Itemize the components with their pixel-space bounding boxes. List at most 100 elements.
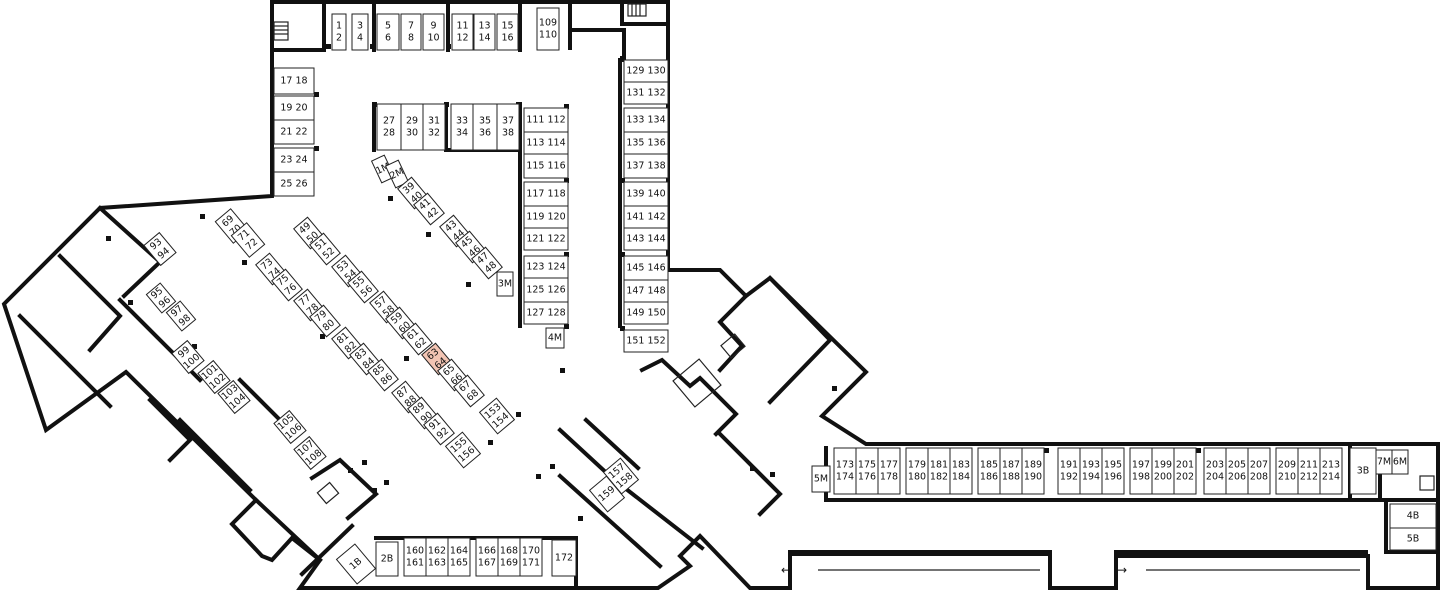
stall-outline[interactable] <box>273 147 315 173</box>
stall-outline[interactable] <box>351 13 369 51</box>
parking-stall[interactable]: 1B <box>335 543 377 585</box>
stall-outline[interactable] <box>536 7 560 51</box>
stall-outline[interactable] <box>347 270 379 304</box>
stall-outline[interactable] <box>523 277 569 303</box>
stall-outline[interactable] <box>230 222 266 258</box>
stall-outline[interactable] <box>623 181 669 207</box>
stall-outline[interactable] <box>1349 447 1377 495</box>
parking-stall[interactable]: 117 118 <box>523 181 569 207</box>
parking-stall[interactable]: 34 <box>351 13 369 51</box>
parking-stall[interactable]: 143 144 <box>623 227 669 251</box>
stall-outline[interactable] <box>1319 447 1343 495</box>
parking-stall[interactable]: 115 116 <box>523 153 569 179</box>
stall-outline[interactable] <box>523 227 569 251</box>
stall-outline[interactable] <box>1391 449 1409 475</box>
parking-stall[interactable]: 113 114 <box>523 131 569 155</box>
parking-stall[interactable]: 4B <box>1389 503 1437 529</box>
stall-outline[interactable] <box>376 103 402 151</box>
stall-outline[interactable] <box>271 268 303 302</box>
stall-outline[interactable] <box>444 431 482 469</box>
parking-stall[interactable]: 141 142 <box>623 205 669 229</box>
stall-outline[interactable] <box>335 543 377 585</box>
stall-outline[interactable] <box>309 232 341 266</box>
parking-stall[interactable]: 23 24 <box>273 147 315 173</box>
stall-outline[interactable] <box>367 358 399 392</box>
parking-stall[interactable]: 151 152 <box>623 329 669 353</box>
stall-outline[interactable] <box>496 271 514 297</box>
stall-outline[interactable] <box>375 541 399 577</box>
stall-outline[interactable] <box>217 379 251 415</box>
parking-stall[interactable]: 7M <box>1375 449 1393 475</box>
parking-stall[interactable]: 129 130 <box>623 59 669 83</box>
stall-outline[interactable] <box>1389 503 1437 529</box>
stall-outline[interactable] <box>143 231 177 267</box>
parking-stall[interactable]: 121 122 <box>523 227 569 251</box>
parking-stall[interactable]: 119 120 <box>523 205 569 229</box>
parking-stall[interactable]: 19 20 <box>273 95 315 121</box>
stall-outline[interactable] <box>811 465 831 493</box>
stall-outline[interactable] <box>623 153 669 179</box>
parking-stall[interactable]: 149 150 <box>623 301 669 325</box>
parking-stall[interactable]: 111 112 <box>523 107 569 133</box>
stall-outline[interactable] <box>623 227 669 251</box>
parking-stall[interactable]: 159 <box>588 475 626 513</box>
stall-outline[interactable] <box>273 119 315 145</box>
stall-outline[interactable] <box>145 282 177 314</box>
stall-outline[interactable] <box>1247 447 1271 495</box>
parking-stall[interactable]: 5B <box>1389 527 1437 551</box>
parking-stall[interactable]: 25 26 <box>273 171 315 197</box>
stall-outline[interactable] <box>171 339 205 375</box>
parking-stall[interactable]: 125 126 <box>523 277 569 303</box>
parking-stall[interactable]: 12 <box>331 13 347 51</box>
parking-stall[interactable]: 4M <box>545 327 565 349</box>
stall-outline[interactable] <box>473 13 496 51</box>
parking-stall[interactable]: 56 <box>376 13 400 51</box>
stall-outline[interactable] <box>1101 447 1125 495</box>
parking-stall[interactable]: 127 128 <box>523 301 569 325</box>
stall-outline[interactable] <box>623 329 669 353</box>
parking-stall[interactable]: 2B <box>375 541 399 577</box>
stall-outline[interactable] <box>400 13 422 51</box>
stall-outline[interactable] <box>949 447 973 495</box>
stall-outline[interactable] <box>523 301 569 325</box>
stall-outline[interactable] <box>165 300 197 332</box>
stall-outline[interactable] <box>877 447 901 495</box>
stall-outline[interactable] <box>551 539 577 577</box>
stall-outline[interactable] <box>523 107 569 133</box>
stall-outline[interactable] <box>401 322 433 356</box>
